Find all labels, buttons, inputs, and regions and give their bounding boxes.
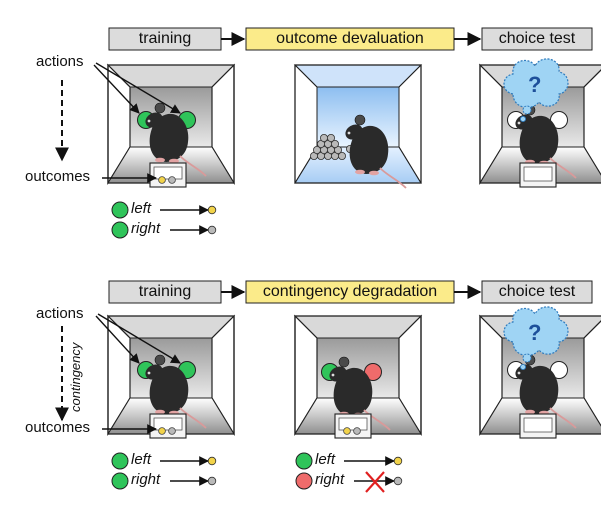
- legend-left-label: left: [131, 451, 152, 468]
- legend-right-red: [295, 472, 313, 490]
- degraded-cross-icon: [365, 471, 385, 493]
- question-mark: ?: [528, 320, 542, 345]
- outcomes-label: outcomes: [25, 419, 91, 436]
- panel-devaluation: [55, 27, 601, 239]
- legend-pellet-yellow: [393, 456, 403, 466]
- actions-label: actions: [36, 53, 84, 70]
- action-arrow: [97, 313, 181, 364]
- stage-label-choice-test: choice test: [498, 30, 576, 47]
- panel-degradation: [55, 280, 601, 493]
- legend-right-green: [111, 221, 129, 239]
- contingency-label: contingency: [68, 342, 83, 412]
- legend-left-label: left: [131, 200, 152, 217]
- food-magazine: [149, 413, 187, 439]
- legend-pellet-gray: [393, 476, 403, 486]
- degradation-left-label: left: [315, 451, 336, 468]
- stage-label-choice-test: choice test: [498, 283, 576, 300]
- legend-right-label: right: [131, 471, 161, 488]
- legend-right-label: right: [131, 220, 161, 237]
- legend-pellet-yellow: [207, 456, 217, 466]
- empty-magazine: [519, 413, 557, 439]
- stage-label-training: training: [138, 283, 192, 300]
- stage-label-training: training: [138, 30, 192, 47]
- empty-magazine: [519, 162, 557, 188]
- action-arrow: [93, 64, 140, 114]
- food-magazine: [334, 413, 372, 439]
- stage-box-choice-test: [481, 280, 593, 304]
- stage-label-outcome-devaluation: outcome devaluation: [276, 30, 424, 47]
- question-mark: ?: [528, 72, 542, 97]
- legend-pellet-gray: [207, 225, 217, 235]
- degradation-right-label: right: [315, 471, 345, 488]
- legend-pellet-yellow: [207, 205, 217, 215]
- stage-label-contingency-degradation: contingency degradation: [262, 283, 438, 300]
- legend-left-green: [111, 201, 129, 219]
- legend-left-green: [111, 452, 129, 470]
- outcomes-label: outcomes: [25, 168, 91, 185]
- stage-box-choice-test: [481, 27, 593, 51]
- legend-pellet-gray: [207, 476, 217, 486]
- food-magazine: [149, 162, 187, 188]
- legend-right-green: [111, 472, 129, 490]
- action-arrow: [95, 62, 181, 114]
- pellet-pile: [309, 133, 346, 160]
- legend-left-green: [295, 452, 313, 470]
- action-arrow: [95, 315, 140, 364]
- actions-label: actions: [36, 305, 84, 322]
